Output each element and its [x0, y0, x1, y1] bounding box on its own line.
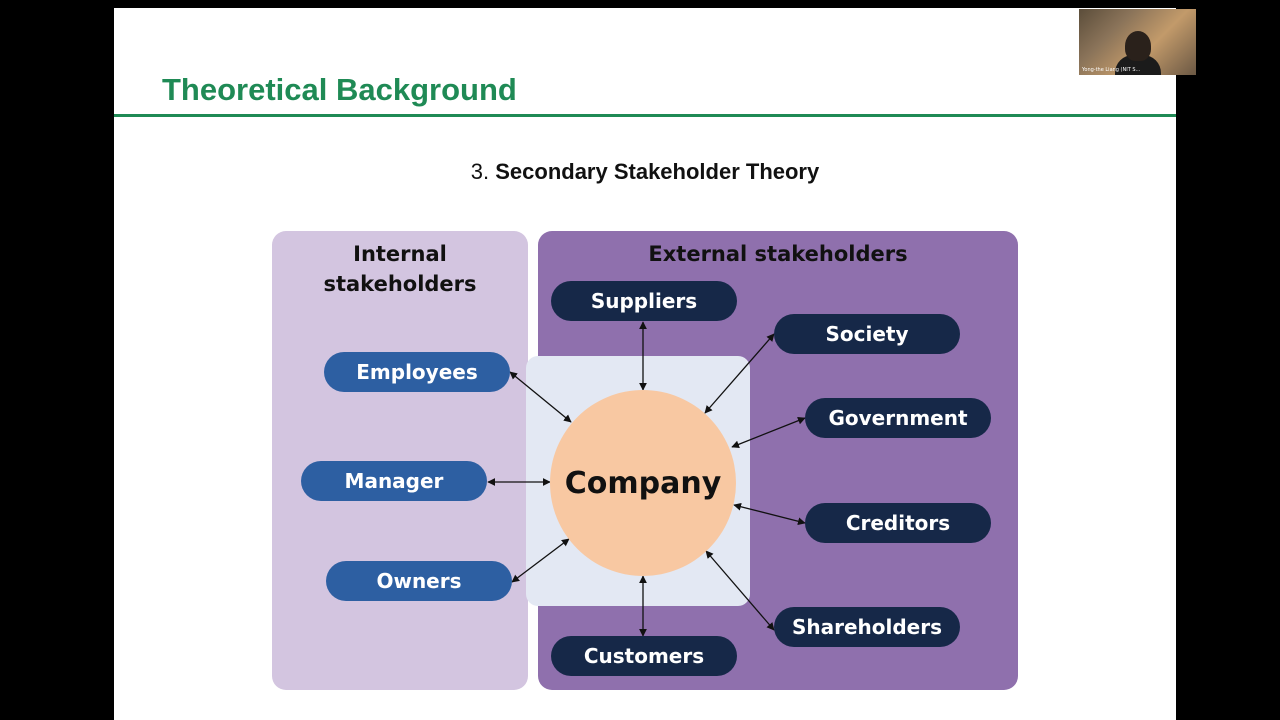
- node-society: Society: [774, 314, 960, 354]
- slide-title: Theoretical Background: [162, 72, 517, 107]
- webcam-caption: Yong-the Liang (NIT S...: [1082, 67, 1141, 73]
- arrow-society: [704, 333, 775, 414]
- internal-stakeholders-heading: Internal stakeholders: [323, 242, 477, 296]
- slide-subtitle: 3. Secondary Stakeholder Theory: [114, 159, 1176, 185]
- arrow-owners: [511, 538, 570, 583]
- presenter-silhouette: [1115, 55, 1161, 75]
- title-divider: [114, 114, 1176, 117]
- arrow-government: [731, 416, 806, 449]
- presenter-head: [1125, 31, 1151, 61]
- subtitle-text: Secondary Stakeholder Theory: [495, 159, 820, 184]
- node-manager: Manager: [301, 461, 487, 501]
- internal-stakeholders-panel: [272, 231, 528, 690]
- node-suppliers: Suppliers: [551, 281, 737, 321]
- node-government: Government: [805, 398, 991, 438]
- company-node: Company: [550, 390, 736, 576]
- node-customers: Customers: [551, 636, 737, 676]
- node-employees: Employees: [324, 352, 510, 392]
- connector-arrows: [487, 321, 806, 637]
- webcam-thumbnail[interactable]: Yong-the Liang (NIT S...: [1079, 9, 1196, 75]
- node-shareholders: Shareholders: [774, 607, 960, 647]
- arrow-creditors: [733, 502, 806, 526]
- external-stakeholders-heading: External stakeholders: [648, 242, 908, 266]
- node-creditors: Creditors: [805, 503, 991, 543]
- slide: Theoretical Background 3. Secondary Stak…: [114, 8, 1176, 720]
- arrow-shareholders: [705, 550, 775, 631]
- subtitle-number: 3.: [470, 159, 490, 184]
- node-owners: Owners: [326, 561, 512, 601]
- arrow-employees: [509, 371, 572, 423]
